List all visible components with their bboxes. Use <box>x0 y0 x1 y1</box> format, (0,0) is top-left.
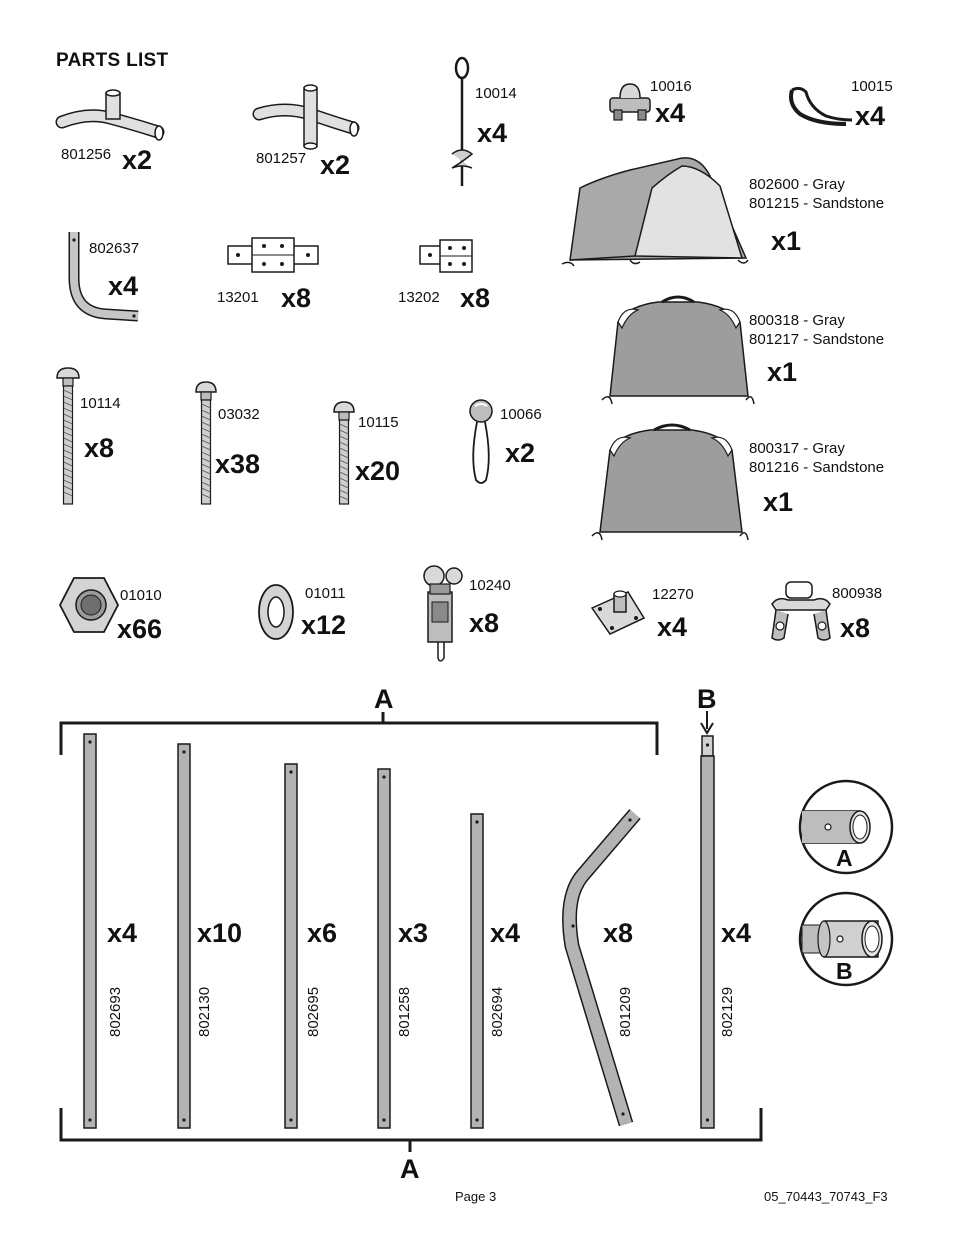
part-quantity: x4 <box>108 271 139 301</box>
part-quantity: x4 <box>477 118 508 148</box>
cover-quantity: x1 <box>771 226 802 256</box>
cover-part-number-gray: 802600 - Gray <box>749 176 845 193</box>
part-number: 801256 <box>61 146 112 163</box>
part-quantity: x4 <box>655 98 686 128</box>
tube-quantity: x3 <box>398 918 429 948</box>
part-quantity: x8 <box>84 433 115 463</box>
part-quantity: x8 <box>281 283 312 313</box>
auger-anchor-illustration <box>451 56 474 186</box>
part-quantity: x4 <box>657 612 688 642</box>
part-number: 10015 <box>851 78 893 95</box>
part-quantity: x20 <box>355 456 401 486</box>
group-a-top-bracket <box>59 712 659 755</box>
cover-quantity: x1 <box>763 487 794 517</box>
part-number: 10066 <box>500 406 542 423</box>
part-number: 01011 <box>305 585 346 602</box>
tube-end-detail-a <box>798 779 894 875</box>
tube-quantity: x4 <box>721 918 752 948</box>
end-panel-800318-illustration <box>601 295 755 405</box>
detail-b-label: B <box>836 958 853 984</box>
tube-part-number: 802693 <box>107 986 124 1037</box>
leg-802637-illustration <box>68 232 139 322</box>
hinge-clip-illustration <box>771 581 831 641</box>
group-a-bottom-label: A <box>400 1154 420 1184</box>
carriage-bolt-03032-illustration <box>195 381 217 505</box>
end-panel-800317-illustration <box>591 423 749 541</box>
part-number: 13201 <box>217 289 259 306</box>
tube-802694 <box>470 813 484 1129</box>
part-number: 01010 <box>120 587 162 604</box>
tube-quantity: x10 <box>197 918 243 948</box>
part-number: 10114 <box>80 395 121 412</box>
part-quantity: x2 <box>320 150 351 180</box>
part-quantity: x2 <box>505 438 536 468</box>
washer-illustration <box>258 584 294 640</box>
tube-quantity: x4 <box>107 918 138 948</box>
part-number: 12270 <box>652 586 694 603</box>
group-a-bottom-bracket <box>59 1108 763 1152</box>
hex-nut-illustration <box>58 577 120 633</box>
part-number: 13202 <box>398 289 440 306</box>
tube-quantity: x8 <box>603 918 634 948</box>
cable-clamp-illustration <box>609 83 651 121</box>
cover-quantity: x1 <box>767 357 798 387</box>
part-number: 10016 <box>650 78 692 95</box>
group-a-top-label: A <box>374 684 394 714</box>
part-quantity: x12 <box>301 610 347 640</box>
part-number: 800938 <box>832 585 883 602</box>
part-number: 10240 <box>469 577 511 594</box>
base-plate-illustration <box>590 590 646 635</box>
cover-part-number-sandstone: 801216 - Sandstone <box>749 459 885 476</box>
tube-801209-bent <box>562 809 641 1127</box>
cover-part-number-sandstone: 801215 - Sandstone <box>749 195 885 212</box>
tube-801258 <box>377 768 391 1129</box>
connector-801256-illustration <box>55 89 165 141</box>
group-b-arrow <box>700 711 714 735</box>
cover-part-number-gray: 800318 - Gray <box>749 312 845 329</box>
part-quantity: x8 <box>840 613 871 643</box>
group-b-label: B <box>697 684 717 714</box>
part-quantity: x4 <box>855 101 886 131</box>
tube-quantity: x6 <box>307 918 338 948</box>
tube-part-number: 802695 <box>305 986 322 1037</box>
tube-part-number: 802130 <box>196 986 213 1037</box>
carriage-bolt-10115-illustration <box>333 401 355 505</box>
tube-part-number: 802694 <box>489 986 506 1037</box>
page-number: Page 3 <box>455 1189 497 1204</box>
bracket-13201-illustration <box>227 237 319 273</box>
tube-part-number: 802129 <box>719 986 736 1037</box>
document-code: 05_70443_70743_F3 <box>764 1189 888 1204</box>
cover-part-number-gray: 800317 - Gray <box>749 440 845 457</box>
part-number: 802637 <box>89 240 140 257</box>
tube-quantity: x4 <box>490 918 521 948</box>
ratchet-tensioner-illustration <box>423 565 463 662</box>
tube-802129 <box>700 735 715 1129</box>
tube-802693 <box>83 733 97 1129</box>
parts-list-title: PARTS LIST <box>56 50 169 71</box>
ball-bungee-illustration <box>469 399 493 484</box>
carriage-bolt-10114-illustration <box>56 367 80 505</box>
part-quantity: x8 <box>460 283 491 313</box>
part-quantity: x38 <box>215 449 261 479</box>
tube-802130 <box>177 743 191 1129</box>
bracket-13202-illustration <box>419 239 473 273</box>
tube-802695 <box>284 763 298 1129</box>
tube-part-number: 801209 <box>617 986 634 1037</box>
part-quantity: x2 <box>122 145 153 175</box>
cover-802600-illustration <box>561 157 749 267</box>
part-number: 10115 <box>358 414 399 431</box>
part-number: 03032 <box>218 406 260 423</box>
detail-a-label: A <box>836 845 853 871</box>
part-quantity: x8 <box>469 608 500 638</box>
cover-part-number-sandstone: 801217 - Sandstone <box>749 331 885 348</box>
cable-illustration <box>789 86 853 126</box>
connector-801257-illustration <box>252 84 360 150</box>
part-number: 10014 <box>475 85 517 102</box>
tube-end-detail-b <box>798 891 894 987</box>
part-quantity: x66 <box>117 614 163 644</box>
tube-part-number: 801258 <box>396 986 413 1037</box>
part-number: 801257 <box>256 150 307 167</box>
